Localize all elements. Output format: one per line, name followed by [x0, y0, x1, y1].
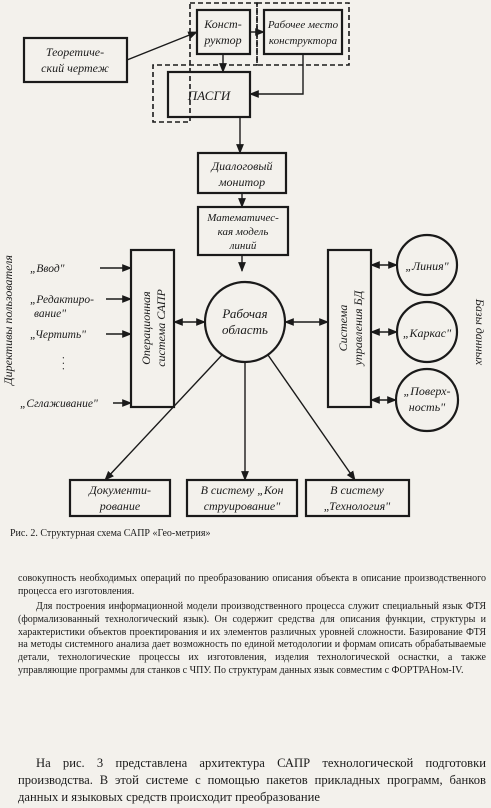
db-poverkhnost: „Поверх- ность" [394, 367, 460, 433]
db-side-label: Базы данных [473, 298, 487, 366]
konstruktor-line2: руктор [203, 33, 241, 47]
out3-line1: В систему [330, 483, 384, 497]
work-area-line2: область [222, 322, 268, 337]
out1-line2: рование [99, 499, 141, 513]
db-poverkhnost-line2: ность" [409, 400, 446, 414]
dialog-line2: монитор [218, 175, 265, 189]
db-liniya-label: „Линия" [405, 259, 449, 273]
dir-sglazhivanie: „Сглаживание" [20, 398, 98, 410]
mat-model-line1: Математичес- [206, 212, 279, 224]
sapr-structure-diagram: Конст- руктор Рабочее место конструктора… [1, 2, 487, 518]
box-konstruktor: Конст- руктор [195, 8, 252, 56]
side-label-directives: Директивы пользователя [1, 255, 15, 386]
paragraph-1: совокупность необходимых операций по пре… [18, 573, 486, 597]
box-pasgi: ПАСГИ [166, 70, 252, 119]
circle-work-area: Рабочая область [203, 280, 287, 364]
rabochee-mesto-line2: конструктора [269, 35, 338, 47]
subd-line2: управления БД [351, 289, 365, 366]
box-dialog-monitor: Диалоговый монитор [196, 151, 288, 195]
figure-caption: Рис. 2. Структурная схема САПР «Гео-метр… [10, 528, 211, 539]
dir-redakt-line1: „Редактиро- [30, 294, 94, 306]
mat-model-line3: линий [229, 240, 257, 252]
teor-chertezh-line1: Теоретиче- [46, 45, 104, 59]
konstruktor-line1: Конст- [203, 17, 241, 31]
box-mat-model: Математичес- кая модель линий [196, 205, 290, 257]
dir-vvod: „Ввод" [30, 263, 65, 275]
dir-chertit: „Чертить" [30, 329, 86, 341]
box-out-documentation: Документи- рование [68, 478, 172, 518]
db-poverkhnost-line1: „Поверх- [404, 384, 451, 398]
dir-redakt-line2: вание" [34, 308, 66, 320]
teor-chertezh-line2: ский чертеж [41, 61, 109, 75]
paragraph-2: Для построения информационной модели про… [18, 601, 486, 676]
os-line1: Операционная [139, 291, 153, 365]
db-karkas-label: „Каркас" [403, 326, 452, 340]
box-out-tekhnologiya: В систему „Технология" [304, 478, 411, 518]
dir-dots: . . . [55, 356, 67, 370]
box-teor-chertezh: Теоретиче- ский чертеж [22, 36, 129, 84]
subd-line1: Система [336, 305, 350, 352]
os-line2: система САПР [154, 289, 168, 367]
db-karkas: „Каркас" [395, 300, 459, 364]
box-subd: Система управления БД [326, 248, 373, 409]
out2-line2: струирование" [204, 499, 282, 513]
out3-line2: „Технология" [324, 499, 391, 513]
work-area-line1: Рабочая [221, 306, 267, 321]
dialog-line1: Диалоговый [210, 159, 272, 173]
rabochee-mesto-line1: Рабочее место [267, 19, 339, 31]
out1-line1: Документи- [88, 483, 151, 497]
box-os-sapr: Операционная система САПР [129, 248, 176, 409]
out2-line1: В систему „Кон [201, 483, 284, 497]
box-out-konstruirovanie: В систему „Кон струирование" [185, 478, 299, 518]
pasgi-label: ПАСГИ [187, 88, 231, 103]
paragraph-3: На рис. 3 представлена архитектура САПР … [18, 756, 486, 804]
db-liniya: „Линия" [395, 233, 459, 297]
mat-model-line2: кая модель [218, 226, 269, 238]
